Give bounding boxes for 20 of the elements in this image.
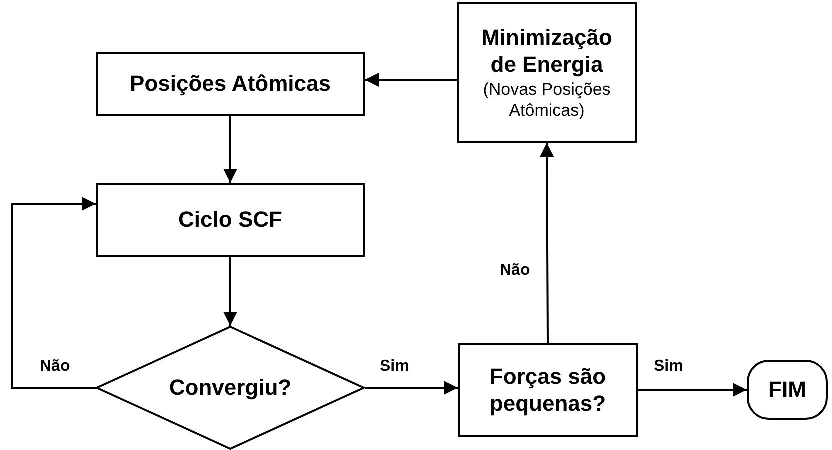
node-title: Forças são pequenas?: [488, 362, 608, 418]
node-subtitle: (Novas Posições Atômicas): [482, 78, 612, 122]
node-title: Ciclo SCF: [178, 206, 282, 234]
node-title: FIM: [768, 376, 806, 404]
arrow: [365, 73, 457, 87]
node-title: Convergiu?: [169, 374, 292, 402]
process-box: [457, 2, 637, 143]
arrow: [638, 383, 747, 397]
arrow: [224, 257, 238, 326]
node-title: Posições Atômicas: [130, 70, 331, 98]
process-box: [96, 52, 365, 116]
decision-diamond: [96, 326, 365, 450]
node-title: Minimização de Energia: [481, 24, 613, 79]
terminal-box: [747, 360, 828, 420]
arrow: [365, 381, 458, 395]
arrow: [224, 116, 238, 183]
process-box: [96, 183, 365, 257]
process-box: [458, 343, 638, 437]
arrow: [540, 143, 554, 343]
arrow: [11, 197, 96, 389]
